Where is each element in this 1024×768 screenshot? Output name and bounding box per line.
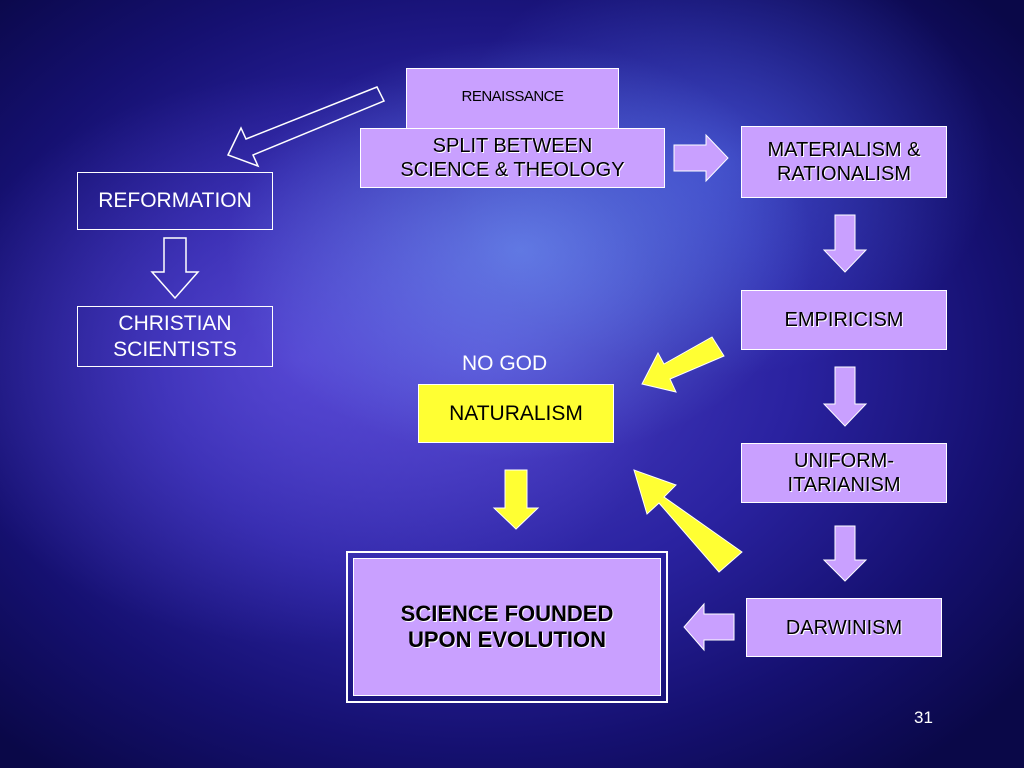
node-darwinism: DARWINISM	[746, 598, 942, 657]
node-renaissance: RENAISSANCE	[406, 68, 619, 128]
empiricism-label: EMPIRICISM	[784, 309, 904, 331]
node-evolution-outer: SCIENCE FOUNDED UPON EVOLUTION	[346, 551, 668, 703]
arrow-empiricism-to-uniform	[822, 366, 868, 427]
uniform-label-line2: ITARIANISM	[787, 474, 901, 496]
materialism-label-line1: MATERIALISM &	[767, 139, 921, 161]
node-empiricism: EMPIRICISM	[741, 290, 947, 350]
arrow-naturalism-to-evolution	[492, 469, 540, 530]
node-christian-scientists: CHRISTIAN SCIENTISTS	[77, 306, 273, 367]
renaissance-label: RENAISSANCE	[461, 88, 564, 105]
arrow-empiricism-to-naturalism	[641, 336, 725, 393]
node-materialism: MATERIALISM & RATIONALISM	[741, 126, 947, 198]
arrow-split-to-materialism	[673, 133, 729, 183]
arrow-reformation-to-christian	[150, 237, 200, 300]
node-split: SPLIT BETWEEN SCIENCE & THEOLOGY	[360, 128, 665, 188]
node-evolution: SCIENCE FOUNDED UPON EVOLUTION	[353, 558, 661, 696]
node-uniformitarianism: UNIFORM- ITARIANISM	[741, 443, 947, 503]
no-god-label: NO GOD	[462, 352, 548, 375]
node-naturalism: NATURALISM	[418, 384, 614, 443]
split-label-line2: SCIENCE & THEOLOGY	[400, 159, 625, 181]
split-label-line1: SPLIT BETWEEN	[432, 135, 593, 157]
page-number: 31	[914, 708, 933, 727]
materialism-label-line2: RATIONALISM	[776, 163, 912, 185]
evolution-label-line2: UPON EVOLUTION	[407, 627, 606, 652]
darwinism-label: DARWINISM	[785, 616, 903, 639]
arrow-uniform-to-darwinism	[822, 525, 868, 582]
arrow-renaissance-to-reformation	[226, 86, 386, 168]
christian-label-line2: SCIENTISTS	[113, 337, 237, 361]
node-reformation: REFORMATION	[77, 172, 273, 230]
evolution-label-line1: SCIENCE FOUNDED	[400, 600, 614, 626]
uniform-label-line1: UNIFORM-	[794, 450, 894, 472]
reformation-label: REFORMATION	[98, 189, 252, 213]
christian-label-line1: CHRISTIAN	[118, 312, 232, 336]
arrow-darwinism-to-naturalism	[633, 469, 743, 573]
naturalism-label: NATURALISM	[449, 401, 583, 425]
arrow-materialism-to-empiricism	[822, 214, 868, 273]
arrow-darwinism-to-evolution	[683, 602, 735, 652]
